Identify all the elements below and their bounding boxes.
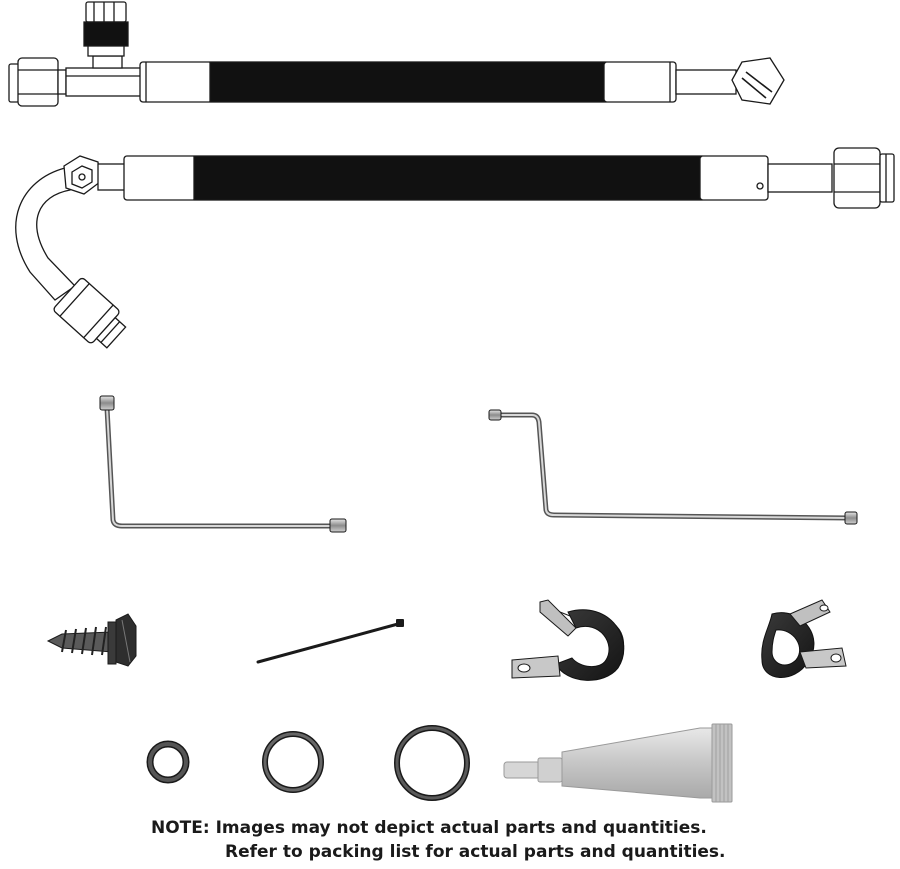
left-ferrule — [139, 61, 213, 103]
hose-assembly-with-service-port — [8, 1, 785, 107]
lubricant-tube — [503, 723, 733, 803]
hose-body — [209, 61, 607, 103]
right-angle-fitting — [731, 57, 785, 105]
bend-swivel-nut — [63, 155, 101, 195]
bent-tube — [15, 167, 76, 301]
o-ring-small — [146, 740, 190, 784]
bend-bottom-nut — [53, 277, 127, 349]
left-nut — [8, 57, 67, 107]
tee-stem — [92, 55, 123, 69]
hose-body-2 — [193, 155, 703, 201]
tee-body — [65, 67, 143, 97]
rubber-p-clamp-small — [761, 599, 847, 678]
right-ferrule — [603, 61, 677, 103]
service-port-cap — [83, 1, 129, 57]
right-ferrule-2 — [699, 155, 769, 201]
cable-tie — [256, 619, 404, 664]
metal-line-short — [99, 395, 347, 533]
note-line-2: Refer to packing list for actual parts a… — [225, 842, 726, 862]
right-nut-2 — [833, 147, 895, 209]
self-tapping-screw — [46, 613, 137, 667]
metal-line-long — [488, 409, 858, 525]
left-ferrule-2 — [123, 155, 197, 201]
o-ring-medium — [262, 731, 324, 793]
note-line-1: NOTE: Images may not depict actual parts… — [151, 818, 707, 838]
o-ring-large — [394, 725, 470, 801]
rubber-p-clamp-large — [511, 599, 625, 681]
hose-assembly-with-bent-fitting — [15, 147, 895, 349]
